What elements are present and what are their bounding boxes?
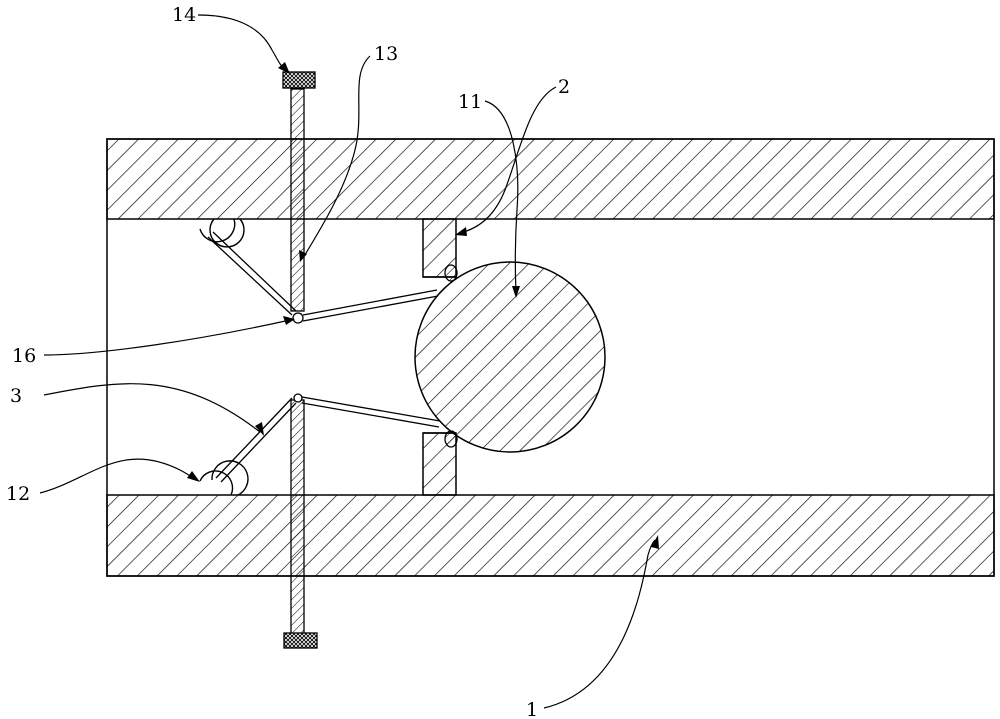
label-12: 12 (6, 483, 30, 505)
seal-top (444, 264, 458, 282)
arrowheads (187, 62, 659, 549)
pipe-top-wall (106, 138, 995, 220)
knob-bottom (283, 632, 318, 649)
label-2: 2 (558, 76, 570, 98)
label-3: 3 (10, 385, 22, 407)
label-16: 16 (12, 345, 36, 367)
knob-top (282, 71, 316, 89)
ball-valve (414, 261, 606, 453)
seal-bottom (444, 430, 458, 448)
rod-lower (290, 399, 305, 635)
label-11: 11 (458, 91, 482, 113)
pivot-upper (292, 312, 304, 324)
label-14: 14 (172, 4, 196, 26)
hook-top (209, 218, 245, 248)
pivot-lower (293, 393, 303, 403)
label-13: 13 (374, 43, 398, 65)
links (207, 231, 441, 483)
hook-bottom-inner (199, 470, 234, 496)
pipe-bottom-wall (106, 494, 995, 577)
label-1: 1 (526, 699, 538, 719)
rod-upper (290, 88, 305, 312)
hook-top-inner (199, 218, 236, 243)
